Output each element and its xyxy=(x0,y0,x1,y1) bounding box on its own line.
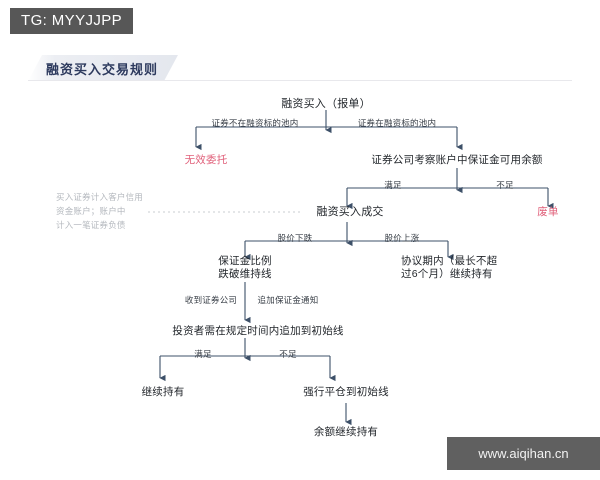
node-must-add-margin: 投资者需在规定时间内追加到初始线 xyxy=(172,325,344,337)
node-rejected-order: 废单 xyxy=(537,206,559,218)
node-hold-within-term-line-1: 协议期内（最长不超 xyxy=(401,255,498,267)
node-margin-below-line: 保证金比例 跌破维持线 xyxy=(218,255,272,281)
sidenote-line-1: 买入证券计入客户信用 xyxy=(56,192,144,202)
edge-label-notice-right: 追加保证金通知 xyxy=(257,295,319,305)
page-title: 融资买入交易规则 xyxy=(46,62,159,77)
edge-label-notice-left: 收到证券公司 xyxy=(184,295,238,305)
section-banner: 融资买入交易规则 xyxy=(28,55,178,81)
banner-shape-icon xyxy=(28,55,178,81)
node-invalid-order: 无效委托 xyxy=(184,154,228,166)
sidenote-line-2: 资金账户；账户中 xyxy=(56,206,126,216)
edge-label-price-up: 股价上涨 xyxy=(384,233,420,243)
node-deal-done: 融资买入成交 xyxy=(316,206,384,218)
edge-label-price-down: 股价下跌 xyxy=(277,233,313,243)
edge-label-not-in-pool: 证券不在融资标的池内 xyxy=(211,118,299,128)
node-broker-check: 证券公司考察账户中保证金可用余额 xyxy=(371,154,543,166)
edge-label-insufficient-1: 不足 xyxy=(496,180,514,190)
node-margin-below-line-1: 保证金比例 xyxy=(218,255,272,267)
node-force-close: 强行平仓到初始线 xyxy=(303,386,389,398)
edge-label-sufficient-2: 满足 xyxy=(194,349,212,359)
node-start: 融资买入（报单） xyxy=(281,98,371,110)
edge-label-in-pool: 证券在融资标的池内 xyxy=(357,118,437,128)
node-keep-holding: 继续持有 xyxy=(141,386,185,398)
site-watermark: www.aiqihan.cn xyxy=(447,437,600,470)
channel-watermark-tag: TG: MYYJJPP xyxy=(10,8,134,34)
node-hold-within-term: 协议期内（最长不超 过6个月）继续持有 xyxy=(401,255,497,281)
node-balance-keep-holding: 余额继续持有 xyxy=(313,426,379,438)
node-margin-below-line-2: 跌破维持线 xyxy=(218,268,272,280)
edge-label-sufficient-1: 满足 xyxy=(384,180,402,190)
node-hold-within-term-line-2: 过6个月）继续持有 xyxy=(401,268,493,280)
sidenote-block: 买入证券计入客户信用 资金账户；账户中 计入一笔证券负债 xyxy=(56,190,143,232)
sidenote-line-3: 计入一笔证券负债 xyxy=(56,220,126,230)
banner-divider xyxy=(28,80,572,81)
edge-label-insufficient-2: 不足 xyxy=(279,349,297,359)
